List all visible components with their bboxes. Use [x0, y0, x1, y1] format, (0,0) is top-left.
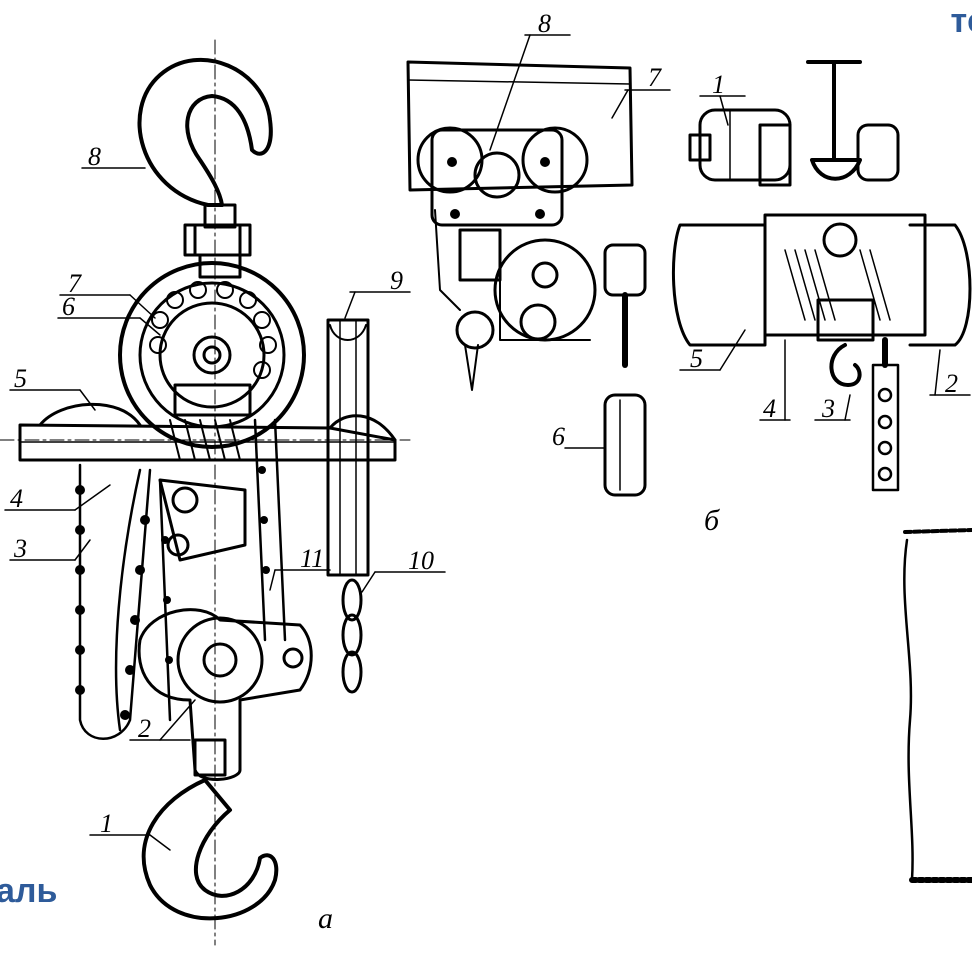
- partial-cylinder-drawing: [903, 528, 972, 883]
- callout-a-4: 4: [10, 484, 23, 513]
- callout-a-7: 7: [68, 269, 82, 298]
- callout-t-6: 6: [552, 422, 565, 451]
- callout-a-11: 11: [300, 544, 324, 573]
- callout-t-7: 7: [648, 63, 662, 92]
- trolley-hoist: 8 7 6: [406, 9, 671, 497]
- callout-a-5: 5: [14, 364, 27, 393]
- callout-a-10: 10: [408, 546, 434, 575]
- callout-e-1: 1: [712, 70, 725, 99]
- electric-hoist: 1 5 4 3 2 б: [671, 60, 972, 537]
- callout-e-3: 3: [821, 394, 835, 423]
- callout-t-8: 8: [538, 9, 551, 38]
- callout-a-6: 6: [62, 292, 75, 321]
- callout-e-2: 2: [945, 369, 958, 398]
- callout-a-2: 2: [138, 714, 151, 743]
- slide-title-fragment-right: те: [950, 2, 972, 40]
- callout-e-4: 4: [763, 394, 776, 423]
- callout-a-9: 9: [390, 266, 403, 295]
- slide-title-fragment-left: аль: [0, 872, 58, 910]
- figure-a-caption: а: [318, 902, 333, 935]
- manual-chain-hoist: 8 7 6 5 4 3 2 1 9 10 11 а: [0, 39, 446, 946]
- figure-b-caption: б: [704, 504, 720, 537]
- callout-a-3: 3: [13, 534, 27, 563]
- callout-a-8: 8: [88, 142, 101, 171]
- callout-e-5: 5: [690, 344, 703, 373]
- callout-a-1: 1: [100, 809, 113, 838]
